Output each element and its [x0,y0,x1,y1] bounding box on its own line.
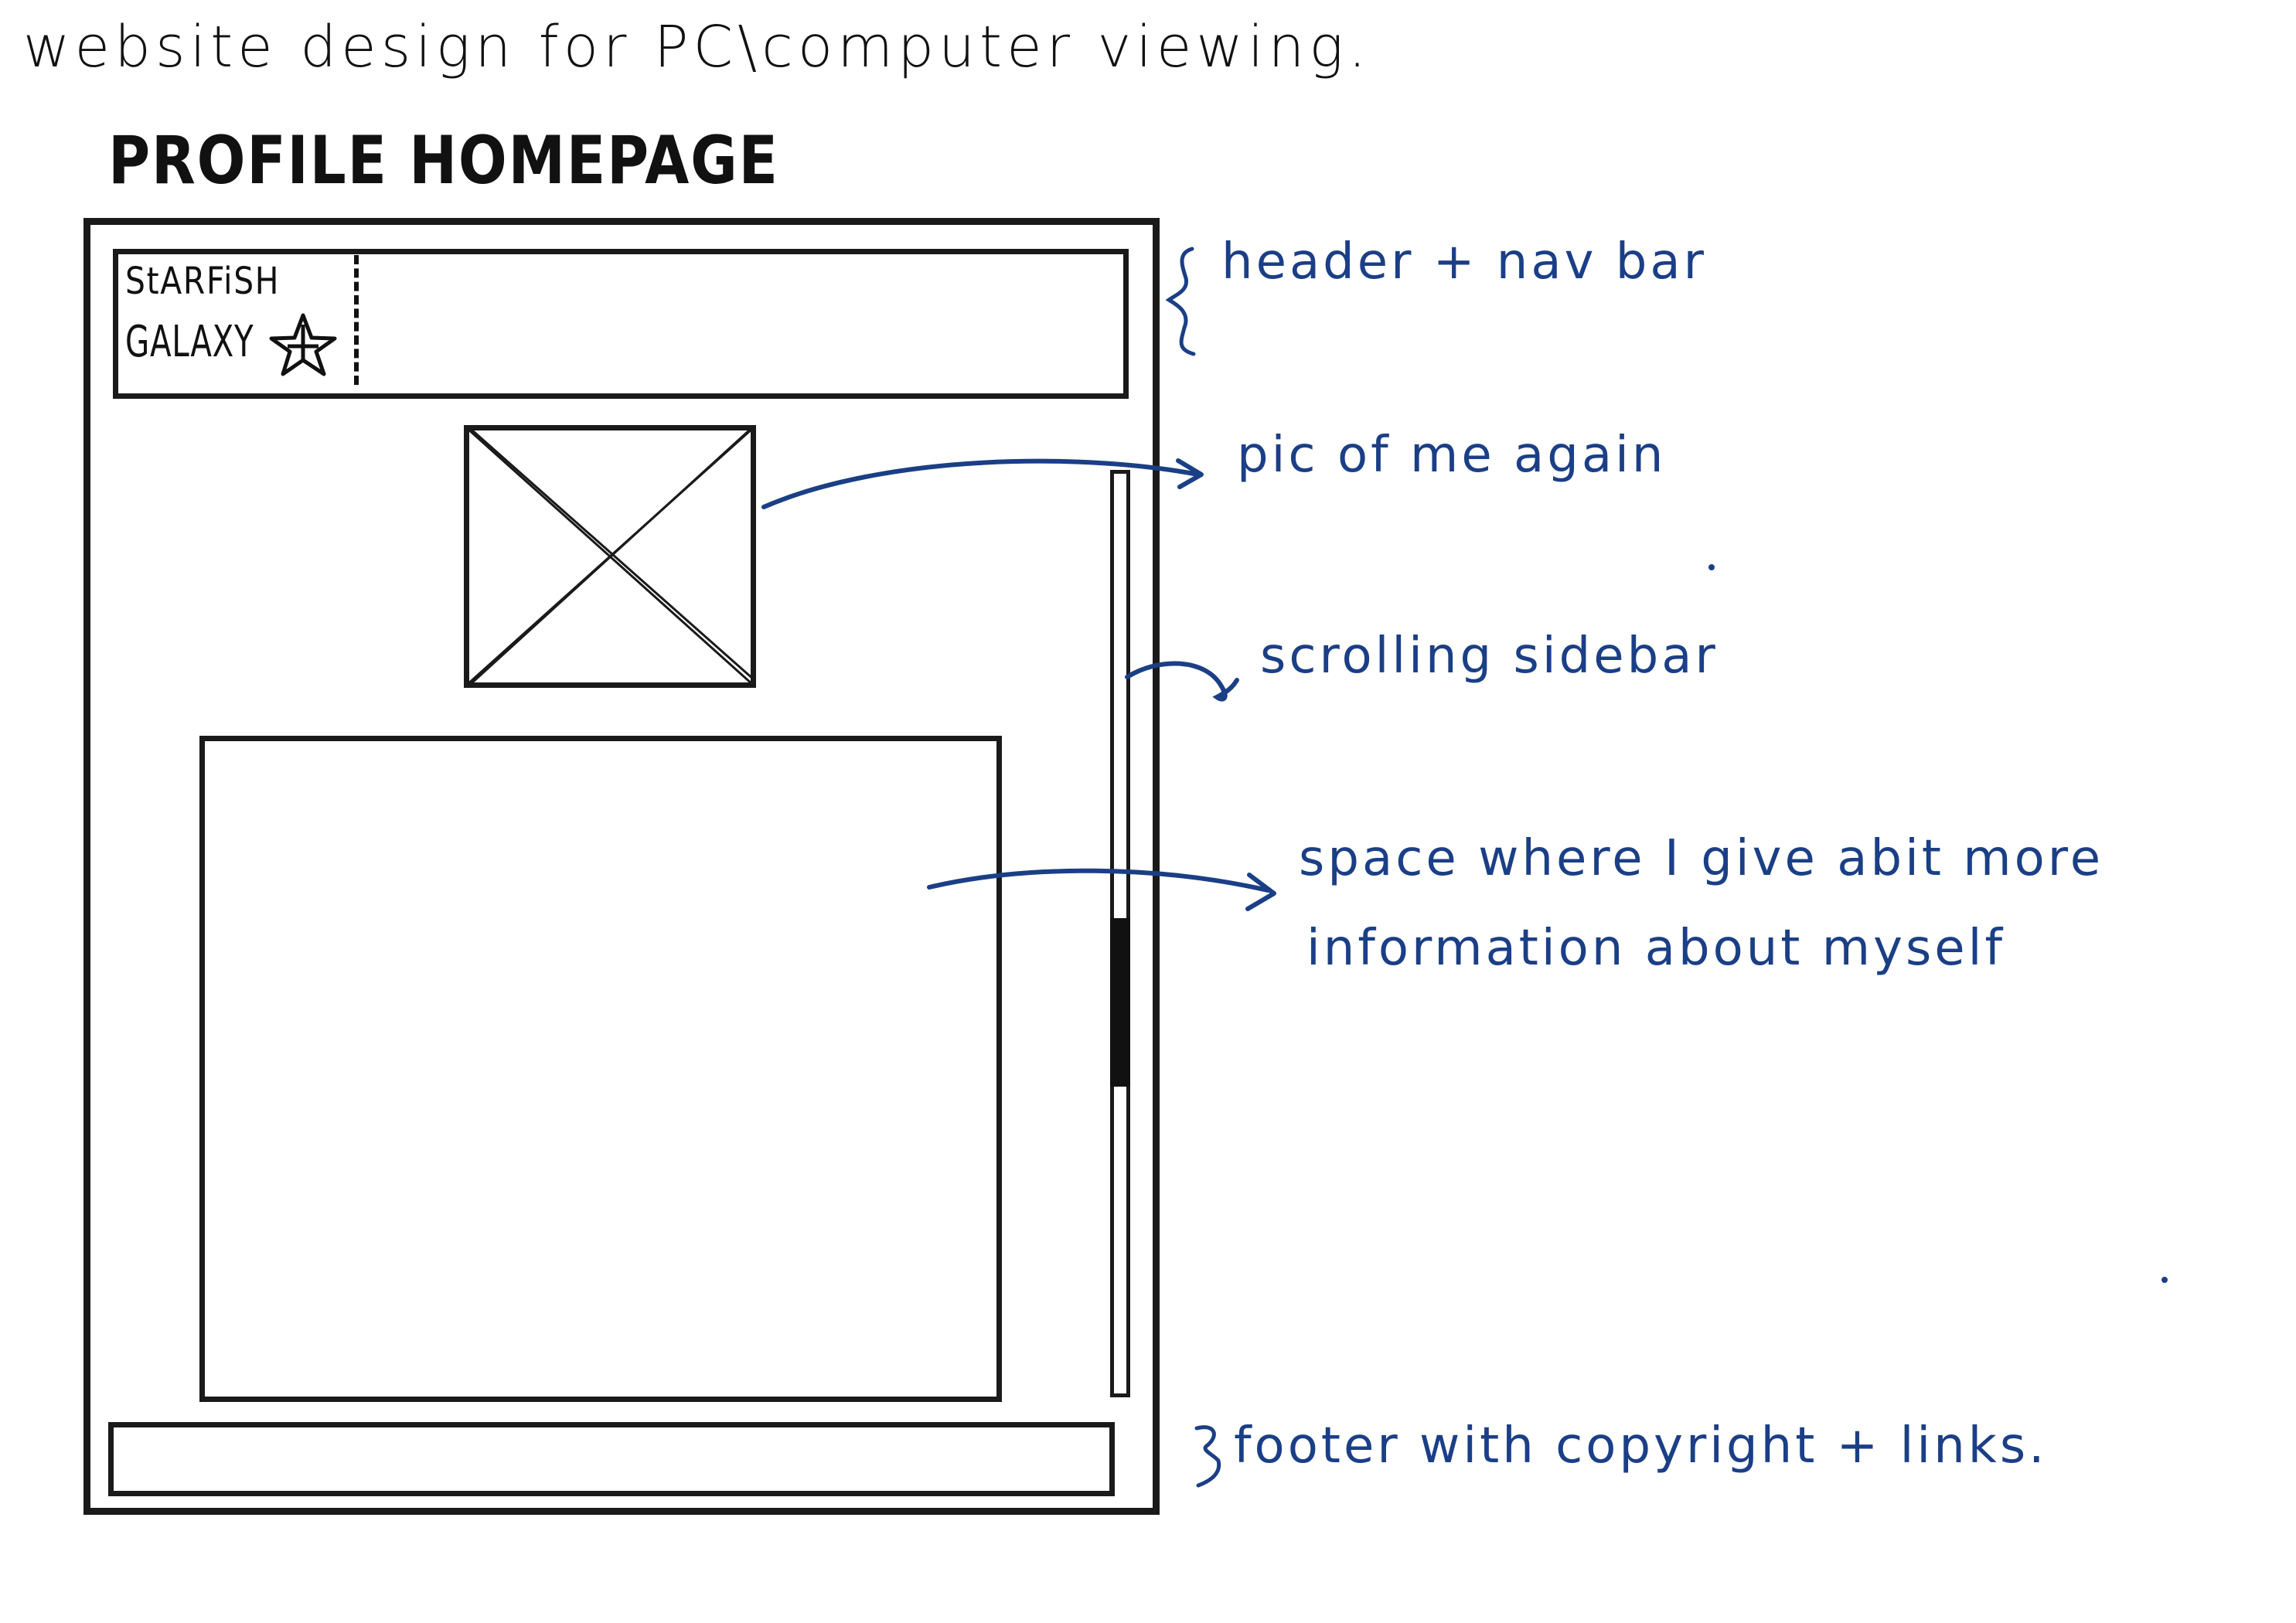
header-brace [1165,247,1196,356]
annotation-picture: pic of me again [1237,427,1667,484]
annotation-content-line-1: space where I give abit more [1299,830,2104,887]
stray-dot [1708,564,1715,570]
logo-line-2: GALAXY [125,317,254,367]
footer-bar [108,1422,1115,1496]
profile-picture-placeholder [464,425,756,688]
annotation-header: header + nav bar [1221,233,1707,291]
stray-dot [2161,1277,2168,1283]
footer-brace [1194,1425,1221,1488]
page-title: PROFILE HOMEPAGE [108,122,779,199]
scrollbar-thumb[interactable] [1110,918,1130,1087]
annotation-sidebar: scrolling sidebar [1260,628,1719,685]
annotation-content-line-2: information about myself [1306,920,2005,977]
nav-divider [354,255,359,385]
about-me-content-area [199,736,1002,1402]
sheet-heading: website design for PC\computer viewing. [23,14,1371,80]
annotation-footer: footer with copyright + links. [1234,1417,2048,1475]
header-nav-bar [113,249,1129,399]
browser-frame [83,218,1160,1515]
site-logo: StARFiSH GALAXY [124,260,356,391]
logo-line-1: StARFiSH [125,260,281,303]
